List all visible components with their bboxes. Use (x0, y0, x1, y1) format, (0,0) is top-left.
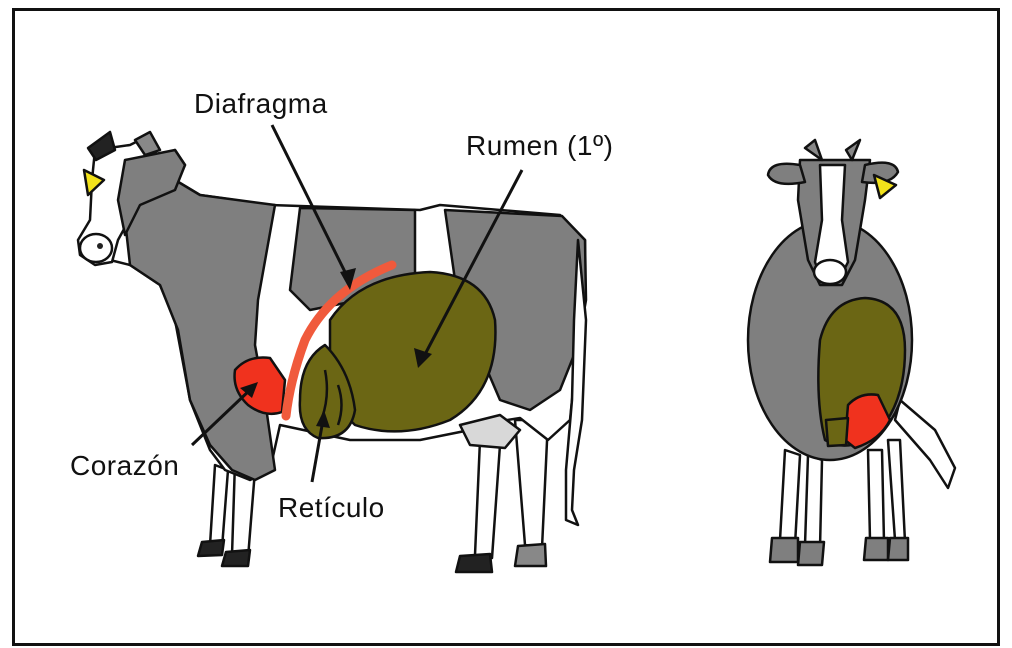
front-view-leg (868, 450, 884, 542)
body-patch-front (120, 175, 275, 480)
label-diafragma: Diafragma (194, 88, 328, 120)
front-view-ear (768, 164, 805, 184)
hoof (456, 554, 492, 572)
label-corazon: Corazón (70, 450, 179, 482)
front-view-muzzle (814, 260, 846, 284)
hind-leg-left (475, 440, 500, 558)
muzzle (80, 234, 112, 262)
hoof (515, 544, 546, 566)
hind-leg-right (515, 420, 548, 548)
hoof (888, 538, 908, 560)
hoof (770, 538, 798, 562)
hoof (798, 542, 824, 565)
front-leg-left (210, 465, 228, 548)
front-view-leg (888, 440, 905, 542)
front-view-reticulo (826, 418, 848, 446)
front-view-horn (846, 140, 860, 160)
label-rumen: Rumen (1º) (466, 130, 614, 162)
hoof (198, 540, 224, 556)
hoof (864, 538, 888, 560)
label-reticulo: Retículo (278, 492, 385, 524)
front-view-horn (805, 140, 822, 160)
hoof (222, 550, 250, 566)
front-view-leg (805, 455, 822, 548)
nostril (97, 243, 103, 249)
front-view-tail (895, 400, 955, 488)
cow-front-view (748, 140, 955, 565)
front-view-leg (780, 450, 800, 545)
